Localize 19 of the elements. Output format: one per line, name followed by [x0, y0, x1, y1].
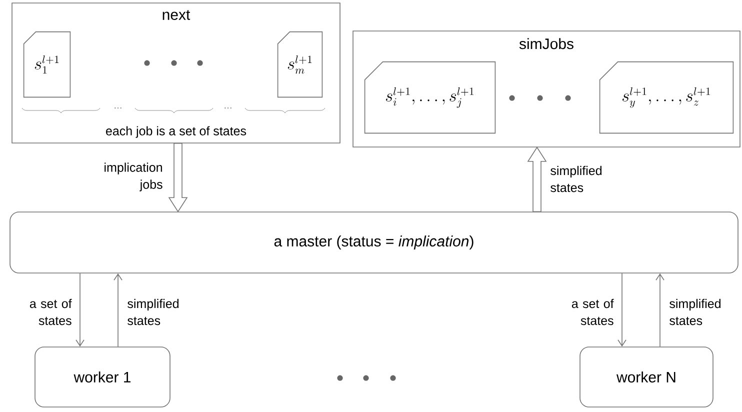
- edge-label: simplified states: [670, 298, 720, 326]
- job-card: $s_y^{l+1}, \dots, s_z^{l+1}$: [599, 61, 734, 134]
- edge-label: a set of states: [572, 298, 614, 326]
- master-box: a master (status = implication): [10, 212, 738, 274]
- edge-label: simplified states: [128, 298, 178, 326]
- edge-label: simplified states: [550, 166, 602, 192]
- job-card: $s_i^{l+1}, \dots, s_j^{l+1}$: [364, 61, 496, 134]
- edge-label: a set of states: [30, 298, 72, 326]
- block-arrow: [168, 143, 188, 212]
- block-arrow: [527, 146, 547, 212]
- arrow: [76, 273, 84, 347]
- arrow: [656, 273, 664, 347]
- job-card: $s_1^{l+1}$: [23, 31, 71, 98]
- arrow: [114, 273, 122, 347]
- job-card: $s_m^{l+1}$: [277, 31, 323, 98]
- worker-box: worker 1: [34, 346, 170, 408]
- arrow: [618, 273, 626, 347]
- edge-label: implication jobs: [104, 162, 162, 192]
- worker-box: worker N: [580, 346, 714, 408]
